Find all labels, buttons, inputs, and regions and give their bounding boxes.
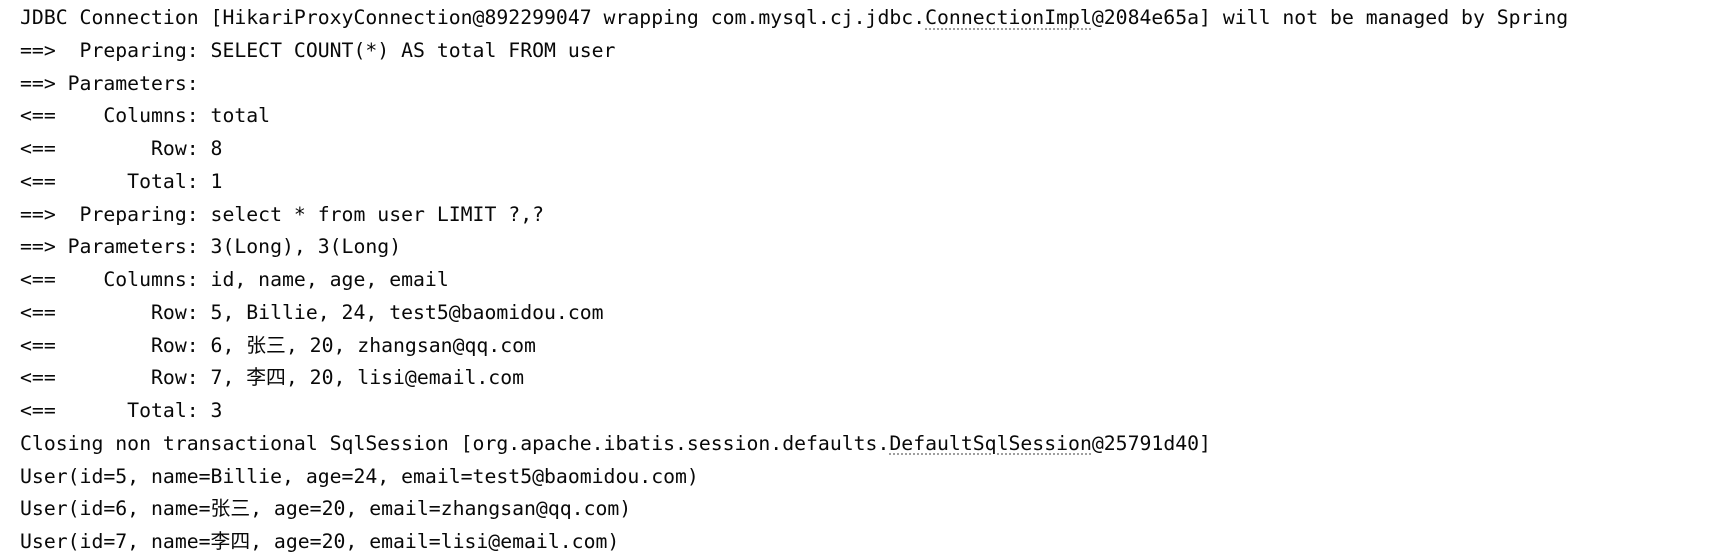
log-text: <== Row: 5, Billie, 24, test5@baomidou.c… xyxy=(20,300,604,324)
log-line: <== Row: 7, 李四, 20, lisi@email.com xyxy=(20,362,1716,395)
log-line: <== Row: 8 xyxy=(20,133,1716,166)
log-text: <== Row: 6, 张三, 20, zhangsan@qq.com xyxy=(20,333,536,357)
log-line: User(id=6, name=张三, age=20, email=zhangs… xyxy=(20,493,1716,526)
log-line: <== Columns: id, name, age, email xyxy=(20,264,1716,297)
log-line: User(id=5, name=Billie, age=24, email=te… xyxy=(20,461,1716,494)
log-text: ==> Preparing: select * from user LIMIT … xyxy=(20,202,545,226)
log-text: User(id=7, name=李四, age=20, email=lisi@e… xyxy=(20,530,620,553)
log-text: @2084e65a] will not be managed by Spring xyxy=(1091,6,1569,29)
log-line: ==> Preparing: SELECT COUNT(*) AS total … xyxy=(20,35,1716,68)
log-line: <== Total: 3 xyxy=(20,395,1716,428)
log-text: <== Columns: id, name, age, email xyxy=(20,268,449,291)
log-line: <== Row: 5, Billie, 24, test5@baomidou.c… xyxy=(20,297,1716,330)
log-text: Closing non transactional SqlSession [or… xyxy=(20,431,890,455)
log-line: ==> Parameters: 3(Long), 3(Long) xyxy=(20,231,1716,264)
class-reference-link[interactable]: DefaultSqlSession xyxy=(889,431,1092,455)
log-line: <== Row: 6, 张三, 20, zhangsan@qq.com xyxy=(20,330,1716,363)
log-text: ==> Parameters: xyxy=(20,71,211,95)
log-text: <== Total: 1 xyxy=(20,169,223,193)
log-line: <== Total: 1 xyxy=(20,166,1716,199)
log-line: ==> Preparing: select * from user LIMIT … xyxy=(20,199,1716,232)
log-text: User(id=5, name=Billie, age=24, email=te… xyxy=(20,464,699,488)
log-line: ==> Parameters: xyxy=(20,68,1716,101)
log-text: <== Row: 7, 李四, 20, lisi@email.com xyxy=(20,366,525,390)
log-text: @25791d40] xyxy=(1091,431,1211,455)
log-text: JDBC Connection [HikariProxyConnection@8… xyxy=(20,6,926,29)
log-line: User(id=7, name=李四, age=20, email=lisi@e… xyxy=(20,526,1716,556)
log-line: <== Columns: total xyxy=(20,100,1716,133)
log-text: ==> Preparing: SELECT COUNT(*) AS total … xyxy=(20,38,616,62)
log-text: <== Total: 3 xyxy=(20,399,223,422)
log-text: User(id=6, name=张三, age=20, email=zhangs… xyxy=(20,497,632,521)
log-text: ==> Parameters: 3(Long), 3(Long) xyxy=(20,235,402,259)
log-line: Closing non transactional SqlSession [or… xyxy=(20,428,1716,461)
class-reference-link[interactable]: ConnectionImpl xyxy=(925,6,1092,29)
log-line: JDBC Connection [HikariProxyConnection@8… xyxy=(20,2,1716,35)
log-text: <== Row: 8 xyxy=(20,137,223,160)
log-text: <== Columns: total xyxy=(20,104,271,128)
